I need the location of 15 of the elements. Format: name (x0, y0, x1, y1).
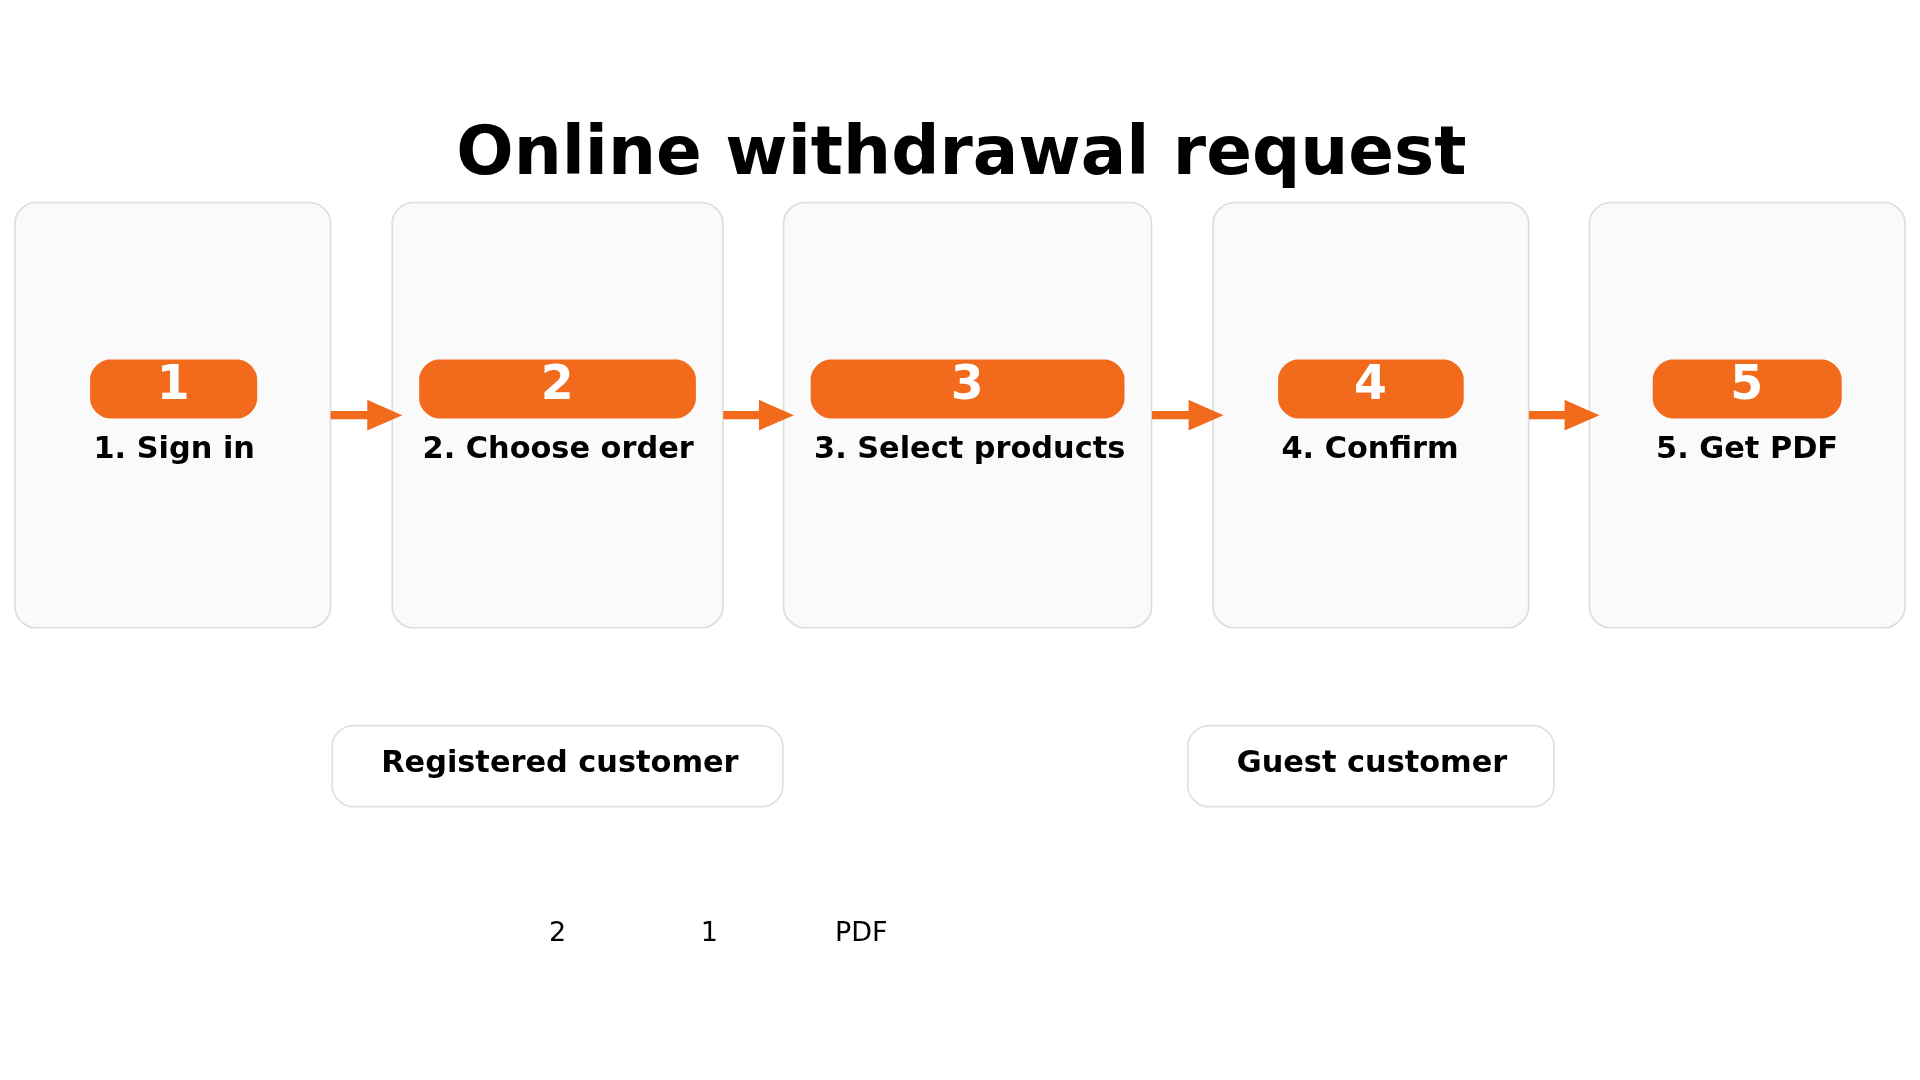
node-box: Guest customer (1186, 724, 1555, 808)
node-box: Registered customer (331, 724, 784, 808)
label: 1 (700, 916, 718, 948)
label: PDF (834, 916, 888, 948)
label: 2 (548, 916, 567, 948)
node-box: 4 4. Confirm (1212, 201, 1530, 629)
node-box: 1 1. Sign in (14, 201, 332, 629)
node-box: 5 5. Get PDF (1588, 201, 1906, 629)
arrow (330, 399, 403, 431)
diagram-title: Online withdrawal request (456, 110, 1467, 190)
node-box: 2 2. Choose order (391, 201, 724, 629)
arrow (1528, 399, 1600, 431)
node-box: 3 3. Select products (782, 201, 1153, 629)
arrow (723, 399, 794, 431)
arrow (1151, 399, 1224, 431)
